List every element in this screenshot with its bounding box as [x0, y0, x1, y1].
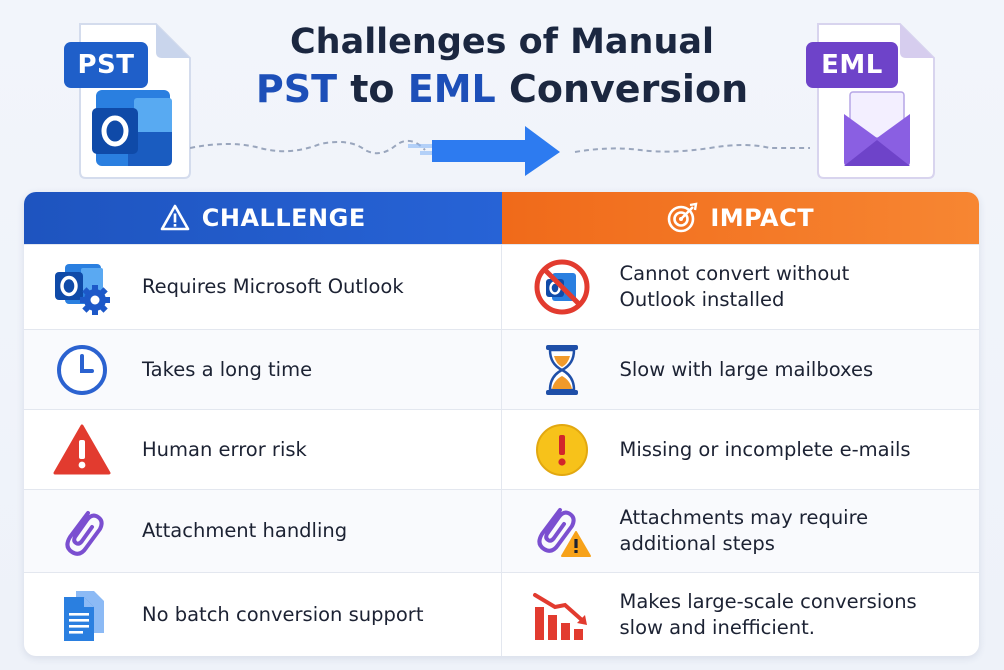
- paperclip-icon: [50, 499, 114, 563]
- table-row: No batch conversion support Makes large-…: [24, 572, 979, 656]
- challenge-text: No batch conversion support: [142, 602, 424, 626]
- paperclip-warning-icon: [530, 499, 594, 563]
- challenge-header-label: CHALLENGE: [201, 204, 366, 232]
- challenge-text: Attachment handling: [142, 519, 348, 543]
- table-row: Takes a long time Slow with large mailbo…: [24, 329, 979, 409]
- impact-text: Makes large-scale conversions slow and i…: [619, 589, 917, 639]
- challenges-table: CHALLENGE IMPACT: [24, 192, 979, 656]
- impact-cell: Makes large-scale conversions slow and i…: [502, 573, 980, 656]
- title-target-format: EML: [407, 67, 496, 112]
- no-outlook-icon: [530, 255, 594, 319]
- pst-badge: PST: [64, 42, 148, 88]
- conversion-flow: [189, 118, 810, 178]
- challenge-text: Human error risk: [142, 437, 307, 461]
- pst-file-icon: PST: [58, 20, 198, 180]
- target-icon: [666, 202, 698, 234]
- outlook-gear-icon: [50, 255, 114, 319]
- challenge-cell: Requires Microsoft Outlook: [24, 245, 502, 329]
- exclamation-circle-icon: [530, 418, 594, 482]
- challenge-text: Takes a long time: [142, 357, 313, 381]
- documents-icon: [50, 583, 114, 647]
- challenge-text: Requires Microsoft Outlook: [142, 275, 404, 299]
- warning-triangle-icon: [50, 418, 114, 482]
- title-source-format: PST: [255, 67, 337, 112]
- title-conversion-word: Conversion: [508, 67, 749, 112]
- impact-text: Attachments may require additional steps: [619, 506, 869, 555]
- table-row: Attachment handling Attachments may requ…: [24, 489, 979, 572]
- impact-cell: Missing or incomplete e-mails: [502, 410, 980, 489]
- title-line-1: Challenges of Manual: [289, 22, 715, 62]
- impact-cell: Attachments may require additional steps: [502, 490, 980, 572]
- title-connector: to: [350, 67, 395, 112]
- impact-text: Slow with large mailboxes: [619, 357, 874, 381]
- hourglass-icon: [530, 338, 594, 402]
- title-line-2: PST to EML Conversion: [170, 67, 834, 112]
- page-title: Challenges of Manual PST to EML Conversi…: [170, 22, 834, 112]
- arrow-right-icon: [408, 126, 560, 176]
- declining-bars-icon: [530, 583, 594, 647]
- challenge-cell: Attachment handling: [24, 490, 502, 572]
- impact-cell: Cannot convert without Outlook installed: [502, 245, 980, 329]
- challenge-column-header: CHALLENGE: [24, 192, 502, 244]
- impact-header-label: IMPACT: [710, 204, 815, 232]
- clock-icon: [50, 338, 114, 402]
- challenge-cell: Takes a long time: [24, 330, 502, 409]
- challenge-cell: Human error risk: [24, 410, 502, 489]
- table-header: CHALLENGE IMPACT: [24, 192, 979, 244]
- impact-text: Missing or incomplete e-mails: [619, 437, 911, 461]
- warning-outline-icon: [160, 204, 190, 232]
- header: PST Challenges of Manual PST to EML Conv…: [0, 0, 1004, 190]
- impact-column-header: IMPACT: [501, 192, 979, 244]
- eml-badge: EML: [806, 42, 898, 88]
- table-row: Requires Microsoft Outlook Cannot conver…: [24, 244, 979, 329]
- impact-text: Cannot convert without Outlook installed: [619, 262, 850, 311]
- eml-file-icon: EML: [804, 20, 944, 180]
- table-row: Human error risk Missing or incomplete e…: [24, 409, 979, 489]
- impact-cell: Slow with large mailboxes: [502, 330, 980, 409]
- challenge-cell: No batch conversion support: [24, 573, 502, 656]
